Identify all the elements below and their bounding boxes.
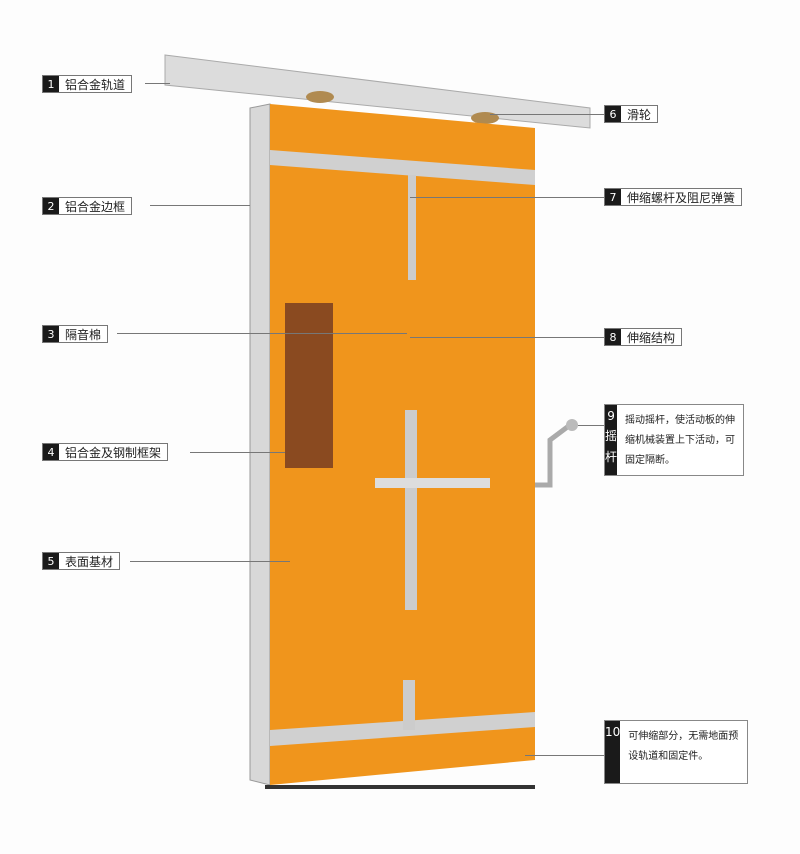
label-number: 5 <box>43 553 59 569</box>
label-text: 表面基材 <box>65 554 114 569</box>
callout-char: 摇 <box>605 429 618 443</box>
pulley-right <box>471 112 499 124</box>
mechanism-horizontal <box>375 478 490 488</box>
label-text: 铝合金边框 <box>65 199 126 214</box>
label-frame: 2 铝合金边框 <box>42 197 133 215</box>
crank-callout: 9 摇杆 摇动摇杆，使活动板的伸缩机械装置上下活动，可固定隔断。 <box>604 404 744 476</box>
label-number: 6 <box>605 106 621 122</box>
label-surface: 5 表面基材 <box>42 552 121 570</box>
callout-side: 9 摇杆 <box>605 405 618 475</box>
label-insulation: 3 隔音棉 <box>42 325 109 343</box>
callout-number: 10 <box>605 725 621 739</box>
label-number: 8 <box>605 329 621 345</box>
label-track: 1 铝合金轨道 <box>42 75 133 93</box>
telescopic-callout: 10 可伸缩部分，无需地面预设轨道和固定件。 <box>604 720 748 784</box>
label-text: 隔音棉 <box>65 327 102 342</box>
top-frame-bar <box>270 150 535 185</box>
pulley-left <box>306 91 334 103</box>
label-screw-rod: 7 伸缩螺杆及阻尼弹簧 <box>604 188 743 206</box>
label-pulley: 6 滑轮 <box>604 105 659 123</box>
callout-side: 10 <box>605 721 621 783</box>
aluminum-track <box>164 54 591 129</box>
label-telescopic: 8 伸缩结构 <box>604 328 683 346</box>
label-number: 3 <box>43 326 59 342</box>
label-text: 伸缩螺杆及阻尼弹簧 <box>627 190 736 205</box>
label-steel-frame: 4 铝合金及钢制框架 <box>42 443 169 461</box>
crank-handle <box>535 423 572 488</box>
callout-char: 杆 <box>605 450 618 464</box>
screw-rod-top <box>408 175 416 280</box>
door-frame <box>249 103 271 786</box>
label-number: 1 <box>43 76 59 92</box>
label-number: 2 <box>43 198 59 214</box>
sound-insulation <box>285 303 333 468</box>
callout-text: 可伸缩部分，无需地面预设轨道和固定件。 <box>628 731 739 762</box>
callout-number: 9 <box>607 409 615 423</box>
bottom-frame-bar <box>270 712 535 746</box>
label-text: 铝合金轨道 <box>65 77 126 92</box>
door-panel <box>270 104 535 785</box>
screw-rod-bottom <box>403 680 415 730</box>
label-text: 滑轮 <box>627 107 652 122</box>
label-number: 4 <box>43 444 59 460</box>
label-text: 铝合金及钢制框架 <box>65 445 162 460</box>
callout-text: 摇动摇杆，使活动板的伸缩机械装置上下活动，可固定隔断。 <box>625 415 736 466</box>
mechanism-vertical <box>405 410 417 610</box>
label-text: 伸缩结构 <box>627 330 676 345</box>
label-number: 7 <box>605 189 621 205</box>
